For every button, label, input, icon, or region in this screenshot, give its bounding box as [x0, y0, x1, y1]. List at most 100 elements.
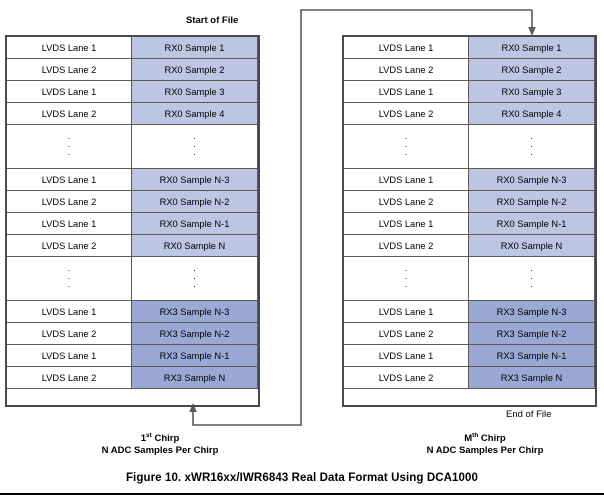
lane-cell: ··· — [343, 256, 469, 301]
right-chirp-subtitle: N ADC Samples Per Chirp — [426, 445, 544, 456]
lane-cell: LVDS Lane 1 — [343, 344, 469, 367]
ellipsis-dot: · — [193, 272, 196, 283]
ellipsis-dot: · — [67, 132, 71, 143]
sample-cell: RX0 Sample 4 — [468, 102, 595, 125]
sample-cell: RX3 Sample N-3 — [468, 300, 595, 323]
sample-cell: RX0 Sample 1 — [468, 36, 595, 59]
vertical-ellipsis: ··· — [404, 132, 408, 159]
lane-cell: LVDS Lane 1 — [6, 212, 132, 235]
lane-cell: LVDS Lane 1 — [343, 80, 469, 103]
sample-cell: RX3 Sample N — [131, 366, 258, 389]
right-chirp-caption: Mth Chirp N ADC Samples Per Chirp — [360, 432, 604, 457]
lane-cell: LVDS Lane 2 — [343, 102, 469, 125]
lane-cell: LVDS Lane 2 — [6, 234, 132, 257]
lane-cell: LVDS Lane 2 — [343, 58, 469, 81]
ellipsis-dot: · — [193, 264, 196, 275]
figure-caption: Figure 10. xWR16xx/IWR6843 Real Data For… — [125, 472, 479, 484]
sample-cell: RX0 Sample N-3 — [131, 168, 258, 191]
lane-cell: LVDS Lane 1 — [6, 168, 132, 191]
sample-cell: RX0 Sample N-2 — [131, 190, 258, 213]
ellipsis-dot: · — [67, 264, 71, 275]
sample-cell: ··· — [468, 124, 595, 169]
vertical-ellipsis: ··· — [67, 132, 71, 159]
sample-cell: ··· — [468, 256, 595, 301]
sample-cell: RX0 Sample 4 — [131, 102, 258, 125]
ellipsis-dot: · — [404, 148, 408, 159]
lane-cell: LVDS Lane 2 — [343, 190, 469, 213]
ellipsis-dot: · — [530, 148, 533, 159]
start-of-file-label: Start of File — [186, 15, 239, 26]
sample-cell: RX3 Sample N-3 — [131, 300, 258, 323]
ellipsis-dot: · — [193, 280, 196, 291]
sample-cell: RX3 Sample N-2 — [131, 322, 258, 345]
lane-cell: LVDS Lane 2 — [6, 190, 132, 213]
ellipsis-dot: · — [404, 280, 408, 291]
lane-cell: LVDS Lane 1 — [6, 300, 132, 323]
lane-cell: ··· — [343, 124, 469, 169]
vertical-ellipsis: ··· — [193, 264, 196, 291]
ellipsis-dot: · — [404, 264, 408, 275]
ellipsis-dot: · — [404, 140, 408, 151]
lane-cell: LVDS Lane 1 — [6, 344, 132, 367]
sample-cell: RX0 Sample 1 — [131, 36, 258, 59]
sample-cell: RX0 Sample N — [468, 234, 595, 257]
sample-cell: RX0 Sample N-1 — [131, 212, 258, 235]
ellipsis-dot: · — [530, 132, 533, 143]
ellipsis-dot: · — [404, 272, 408, 283]
sample-cell: RX0 Sample N-1 — [468, 212, 595, 235]
right-chirp-number: M — [464, 433, 473, 444]
lane-cell: LVDS Lane 2 — [6, 58, 132, 81]
vertical-ellipsis: ··· — [67, 264, 71, 291]
left-chirp-title: 1st Chirp — [40, 432, 280, 445]
sample-cell: RX0 Sample 3 — [468, 80, 595, 103]
sample-cell: RX3 Sample N — [468, 366, 595, 389]
end-of-file-label: End of File — [506, 409, 552, 420]
sample-cell: RX3 Sample N-1 — [131, 344, 258, 367]
ellipsis-dot: · — [530, 264, 533, 275]
ellipsis-dot: · — [193, 132, 196, 143]
lane-cell: LVDS Lane 2 — [343, 322, 469, 345]
sample-cell: RX3 Sample N-1 — [468, 344, 595, 367]
sample-cell: RX0 Sample N — [131, 234, 258, 257]
vertical-ellipsis: ··· — [193, 132, 196, 159]
left-chirp-caption: 1st Chirp N ADC Samples Per Chirp — [40, 432, 280, 457]
table-row-ellipsis: ······ — [6, 256, 258, 301]
page-bottom-rule — [0, 493, 604, 495]
ellipsis-dot: · — [404, 132, 408, 143]
right-chirp-suffix: Chirp — [478, 433, 506, 444]
lane-cell: LVDS Lane 2 — [6, 322, 132, 345]
lane-cell: LVDS Lane 1 — [343, 300, 469, 323]
vertical-ellipsis: ··· — [530, 132, 533, 159]
vertical-ellipsis: ··· — [404, 264, 408, 291]
lane-cell: LVDS Lane 2 — [343, 366, 469, 389]
ellipsis-dot: · — [530, 272, 533, 283]
ellipsis-dot: · — [530, 280, 533, 291]
lane-cell: LVDS Lane 2 — [6, 366, 132, 389]
table-row-ellipsis: ······ — [343, 256, 595, 301]
sample-cell: RX0 Sample N-2 — [468, 190, 595, 213]
ellipsis-dot: · — [67, 140, 71, 151]
lane-cell: LVDS Lane 1 — [343, 212, 469, 235]
table-row-ellipsis: ······ — [6, 124, 258, 169]
lane-cell: ··· — [6, 124, 132, 169]
ellipsis-dot: · — [67, 272, 71, 283]
